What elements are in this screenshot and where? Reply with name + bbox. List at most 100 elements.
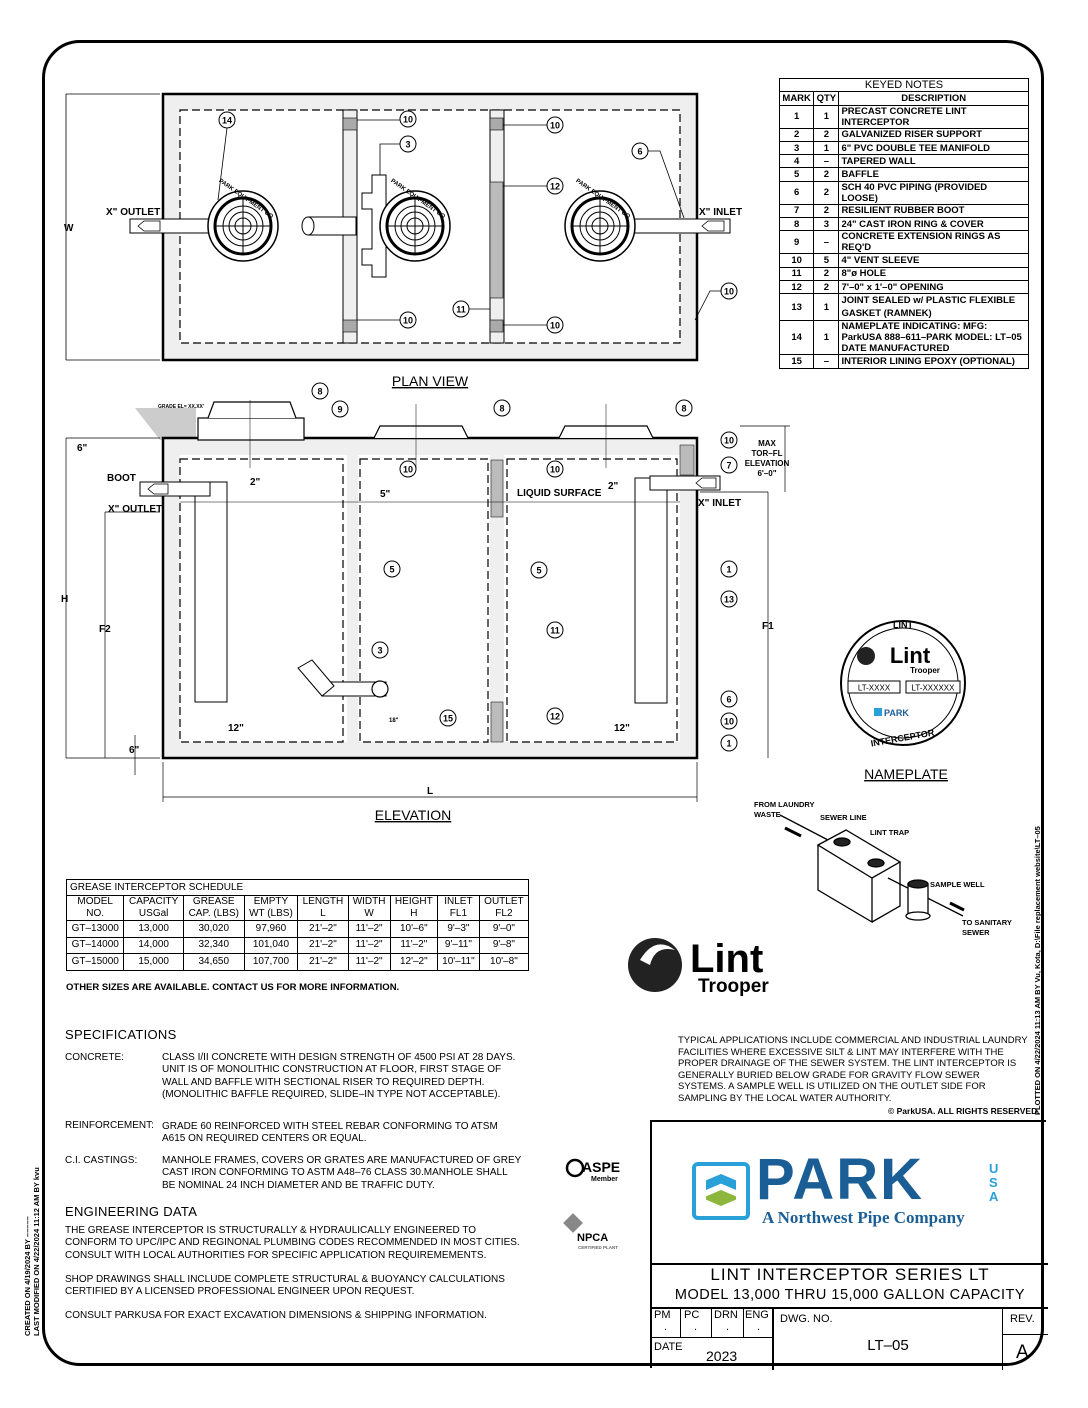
lint-swirl-icon — [857, 647, 875, 665]
svg-text:10: 10 — [550, 121, 560, 131]
spec-text-reinforcement: GRADE 60 REINFORCED WITH STEEL REBAR CON… — [162, 1121, 498, 1145]
callout-bubble: 5 — [530, 561, 548, 579]
dwg-number: LT–05 — [867, 1337, 909, 1354]
plan-w-label: W — [64, 223, 74, 234]
svg-text:1: 1 — [726, 565, 731, 575]
cast-iron-cover — [373, 425, 469, 439]
table-row: 15–INTERIOR LINING EPOXY (OPTIONAL) — [778, 354, 1029, 369]
svg-text:PARK: PARK — [884, 708, 909, 718]
callout-bubble: 8 — [493, 399, 511, 417]
svg-text:X" INLET: X" INLET — [698, 498, 741, 509]
svg-text:3: 3 — [377, 646, 382, 656]
svg-text:SEWER LINE: SEWER LINE — [820, 813, 867, 822]
callout-bubble: 10 — [399, 311, 417, 329]
spec-label-reinforcement: REINFORCEMENT: — [65, 1120, 154, 1131]
svg-text:WASTE: WASTE — [754, 810, 781, 819]
svg-text:X" OUTLET: X" OUTLET — [108, 504, 162, 515]
svg-text:SEWER: SEWER — [962, 928, 990, 937]
nameplate: LINT Lint Trooper LT-XXXX LT-XXXXXX PARK… — [840, 620, 966, 749]
callout-bubble: 5 — [383, 560, 401, 578]
created-info: CREATED ON 4/19/2024 BY ––––– — [23, 1216, 32, 1336]
extension-ring — [197, 417, 305, 441]
elevation-labels: GRADE EL= XX.XX' 6" BOOT X" OUTLET 2" 5"… — [61, 404, 790, 797]
svg-text:15: 15 — [443, 714, 453, 724]
callout-bubble: 9 — [331, 400, 349, 418]
svg-text:11: 11 — [456, 305, 466, 315]
pm-label: PM — [654, 1309, 671, 1321]
manhole-cover-icon — [207, 190, 279, 262]
svg-text:LIQUID SURFACE: LIQUID SURFACE — [517, 488, 602, 499]
svg-text:TOR–FL: TOR–FL — [752, 449, 783, 458]
svg-text:10: 10 — [724, 436, 734, 446]
manhole-cover-icon — [564, 190, 636, 262]
spec-text-concrete: CLASS I/II CONCRETE WITH DESIGN STRENGTH… — [162, 1052, 516, 1101]
pc-value: . — [694, 1321, 698, 1333]
svg-text:6": 6" — [129, 745, 140, 756]
svg-text:8: 8 — [499, 404, 504, 414]
svg-text:10: 10 — [403, 316, 413, 326]
svg-text:Trooper: Trooper — [910, 666, 940, 675]
flow-arrow-icon — [147, 483, 169, 495]
svg-text:6": 6" — [77, 443, 88, 454]
drn-value: . — [726, 1321, 730, 1333]
drn-label: DRN — [714, 1309, 738, 1321]
table-row: 9–CONCRETE EXTENSION RINGS AS REQ'D — [778, 230, 1029, 255]
svg-text:3: 3 — [405, 140, 410, 150]
callout-bubble: 11 — [546, 621, 564, 639]
callout-bubble: 15 — [439, 709, 457, 727]
callout-bubble: 14 — [218, 111, 236, 129]
svg-text:10: 10 — [403, 465, 413, 475]
svg-text:FROM LAUNDRY: FROM LAUNDRY — [754, 800, 815, 809]
engineering-p1: THE GREASE INTERCEPTOR IS STRUCTURALLY &… — [65, 1225, 520, 1261]
svg-text:BOOT: BOOT — [107, 473, 136, 484]
park-logo-usa: USA — [989, 1161, 999, 1204]
svg-text:14: 14 — [222, 116, 232, 126]
flow-arrow-icon — [137, 220, 161, 232]
svg-text:LT-XXXX: LT-XXXX — [858, 684, 891, 693]
drawing-title: LINT INTERCEPTOR SERIES LT — [710, 1265, 990, 1284]
title-block: PARK USA A Northwest Pipe Company LINT I… — [650, 1120, 1048, 1370]
callout-bubble: 10 — [720, 431, 738, 449]
callout-bubble: 8 — [311, 382, 329, 400]
svg-text:7: 7 — [726, 461, 731, 471]
manhole-cover-icon — [379, 190, 451, 262]
svg-text:L: L — [427, 786, 433, 797]
callout-bubble: 13 — [720, 590, 738, 608]
svg-text:18": 18" — [389, 718, 399, 724]
svg-text:Trooper: Trooper — [698, 976, 769, 997]
svg-text:H: H — [61, 594, 68, 605]
svg-text:13: 13 — [724, 595, 734, 605]
npca-badge: NPCA CERTIFIED PLANT — [563, 1213, 618, 1250]
park-logo-icon — [692, 1162, 750, 1220]
schedule-title: GREASE INTERCEPTOR SCHEDULE — [66, 879, 529, 896]
aspe-badge: ASPE Member — [565, 1158, 620, 1183]
callout-bubble: 10 — [399, 460, 417, 478]
svg-text:5: 5 — [536, 566, 541, 576]
plan-opening-12 — [489, 181, 504, 299]
engineering-p3: CONSULT PARKUSA FOR EXACT EXCAVATION DIM… — [65, 1310, 487, 1321]
drawing-subtitle: MODEL 13,000 THRU 15,000 GALLON CAPACITY — [674, 1287, 1026, 1303]
rev-label: REV. — [1010, 1313, 1035, 1325]
svg-text:NPCA: NPCA — [577, 1232, 608, 1244]
svg-text:8: 8 — [317, 387, 322, 397]
svg-text:Lint: Lint — [890, 643, 931, 668]
schedule-note: OTHER SIZES ARE AVAILABLE. CONTACT US FO… — [66, 982, 400, 993]
svg-text:MAX: MAX — [758, 439, 776, 448]
plan-view-title: PLAN VIEW — [392, 373, 469, 389]
callout-bubble: 1 — [720, 734, 738, 752]
nameplate-title: NAMEPLATE — [864, 766, 948, 782]
date-label: DATE — [654, 1341, 683, 1353]
svg-text:1: 1 — [726, 739, 731, 749]
callout-bubble: 12 — [546, 707, 564, 725]
svg-text:8: 8 — [681, 404, 686, 414]
plan-callouts: 14 10 10 3 12 6 10 10 11 10 — [218, 110, 738, 334]
callout-bubble: 11 — [452, 300, 470, 318]
keyed-notes-title: KEYED NOTES — [779, 77, 1029, 93]
